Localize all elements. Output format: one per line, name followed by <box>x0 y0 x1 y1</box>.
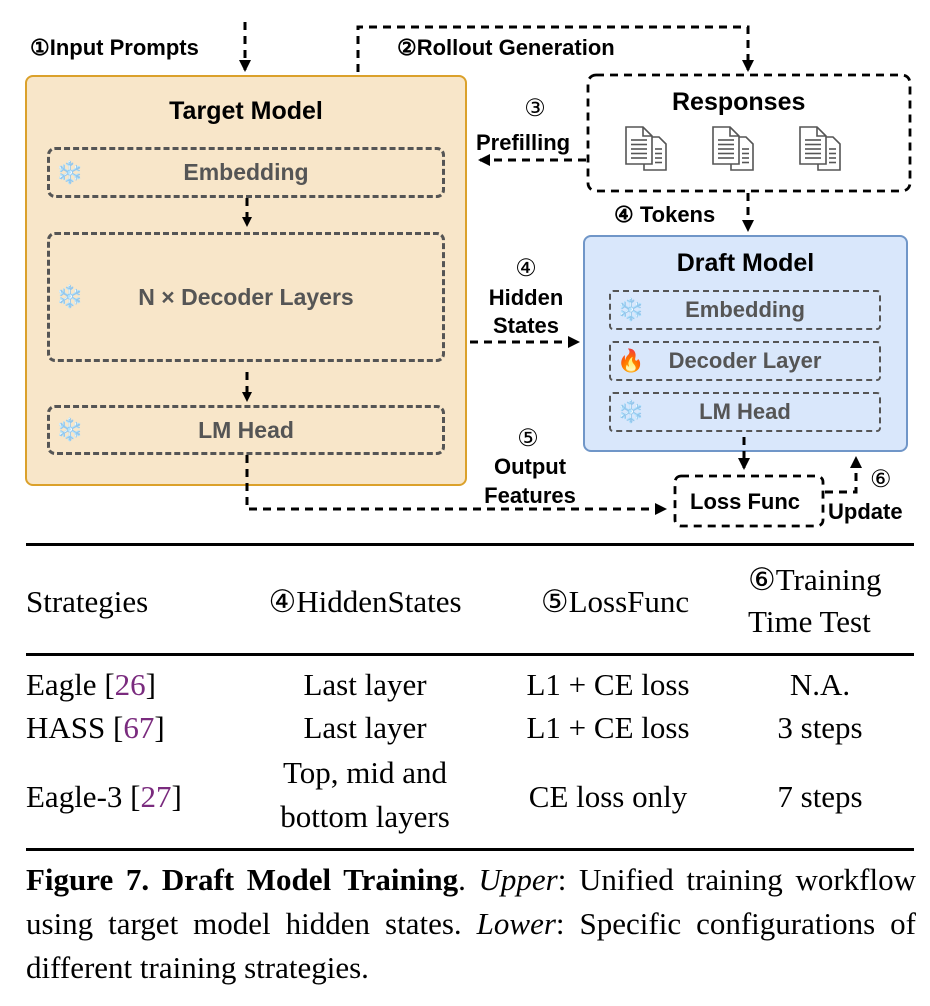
caption-upper-label: Upper <box>478 862 558 897</box>
snowflake-icon: ❄️ <box>56 159 84 185</box>
layer-label: N × Decoder Layers <box>138 283 354 310</box>
hidden-states-label-line2: States <box>492 313 560 338</box>
document-icon <box>799 126 841 171</box>
draft-model-title: Draft Model <box>676 249 815 277</box>
update-label: Update <box>828 499 903 524</box>
header-loss-func: ⑤LossFunc <box>540 584 690 619</box>
response-docs <box>625 126 841 171</box>
layer-label: Decoder Layer <box>668 348 822 373</box>
prefilling-step-number: ③ <box>524 96 546 122</box>
caption-lower-label: Lower <box>476 906 556 941</box>
table-top-rule <box>26 543 914 546</box>
responses-title: Responses <box>672 88 806 116</box>
loss-func-value: CE loss only <box>528 779 688 814</box>
layer-label: Embedding <box>685 297 805 322</box>
draft-model-box: Draft Model ❄️ Embedding 🔥 Decoder Layer… <box>583 235 908 452</box>
strategy-name: Eagle [26] <box>26 667 156 702</box>
ttt-value: N.A. <box>789 667 851 702</box>
snowflake-icon: ❄️ <box>56 284 84 309</box>
hidden-states-value: Last layer <box>303 667 427 702</box>
citation-link[interactable]: 26 <box>114 667 146 702</box>
rollout-arrow <box>356 25 754 72</box>
draft-embedding-layer: ❄️ Embedding <box>609 290 881 330</box>
responses-box <box>586 73 912 193</box>
strategy-name: Eagle-3 [27] <box>26 779 182 814</box>
hidden-states-value-line2: bottom layers <box>280 799 450 834</box>
prefilling-label: Prefilling <box>476 130 571 155</box>
header-hidden-states: ④HiddenStates <box>268 584 462 619</box>
arrows-layer <box>239 22 912 528</box>
loss-func-label: Loss Func <box>690 489 801 514</box>
hidden-states-label-line1: Hidden <box>488 285 564 310</box>
layer-label: LM Head <box>198 416 294 443</box>
snowflake-icon: ❄️ <box>617 399 645 424</box>
loss-func-value: L1 + CE loss <box>526 710 690 745</box>
output-features-label-line1: Output <box>493 454 567 479</box>
citation-link[interactable]: 67 <box>123 710 155 745</box>
input-prompts-label: ①Input Prompts <box>30 35 199 60</box>
ttt-value: 7 steps <box>777 779 863 814</box>
draft-decoder-layer: 🔥 Decoder Layer <box>609 341 881 381</box>
header-ttt-line1: ⑥Training <box>748 562 882 597</box>
snowflake-icon: ❄️ <box>56 417 84 442</box>
strategy-name: HASS [67] <box>26 710 165 745</box>
snowflake-icon: ❄️ <box>617 297 645 322</box>
header-ttt-line2: Time Test <box>748 604 871 639</box>
rollout-generation-label: ②Rollout Generation <box>397 35 615 60</box>
figure-caption: Figure 7. Draft Model Training. Upper: U… <box>26 862 917 985</box>
table-bottom-rule <box>26 848 914 851</box>
target-model-box: Target Model ❄️ Embedding ❄️ N × Decoder… <box>25 75 467 486</box>
caption-upper-text: : Unified training workflow using target… <box>26 862 917 941</box>
output-features-label-line2: Features <box>484 483 576 508</box>
draft-lm-head: ❄️ LM Head <box>609 392 881 432</box>
fire-icon: 🔥 <box>617 348 645 373</box>
hidden-states-step-number: ④ <box>515 256 537 282</box>
header-strategies: Strategies <box>26 584 149 619</box>
update-arrow <box>825 456 862 494</box>
hidden-states-value: Last layer <box>303 710 427 745</box>
output-features-step-number: ⑤ <box>517 426 539 452</box>
layer-label: Embedding <box>183 159 309 185</box>
target-embedding-layer: ❄️ Embedding <box>47 147 445 198</box>
loss-func-value: L1 + CE loss <box>526 667 690 702</box>
document-icon <box>625 126 667 171</box>
loss-func-box <box>673 474 825 528</box>
output-features-arrow <box>245 455 667 515</box>
tokens-label: ④ Tokens <box>614 202 716 227</box>
table-header-rule <box>26 653 914 656</box>
hidden-states-value-line1: Top, mid and <box>282 755 447 790</box>
caption-label: Figure 7. Draft Model Training <box>26 862 459 897</box>
target-model-title: Target Model <box>169 97 323 125</box>
target-lm-head: ❄️ LM Head <box>47 405 445 455</box>
caption-lower-text: : Specific configurations of different t… <box>26 906 916 985</box>
citation-link[interactable]: 27 <box>140 779 172 814</box>
layer-label: LM Head <box>699 399 791 424</box>
update-step-number: ⑥ <box>870 467 892 493</box>
document-icon <box>712 126 754 171</box>
ttt-value: 3 steps <box>777 710 863 745</box>
target-decoder-layers: ❄️ N × Decoder Layers <box>47 232 445 362</box>
